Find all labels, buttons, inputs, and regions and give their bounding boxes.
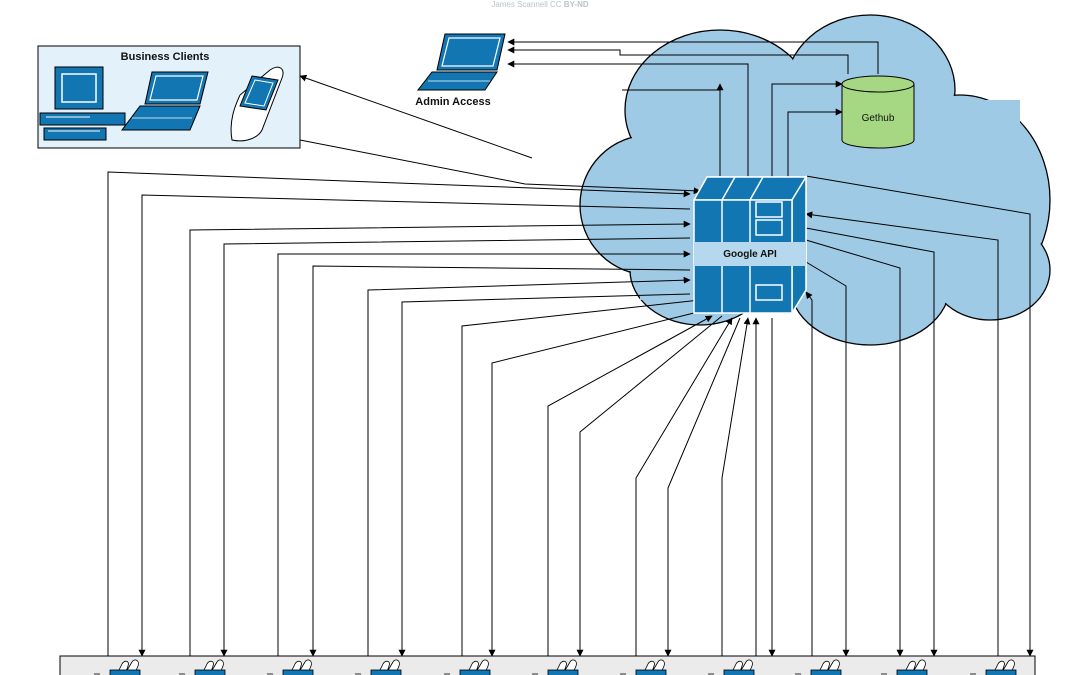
connector-line <box>664 317 741 657</box>
google-api-server: Google API <box>692 174 808 316</box>
business-clients-label: Business Clients <box>121 51 210 63</box>
connector-line <box>805 175 1034 657</box>
connector-line <box>189 220 691 656</box>
bottom-device-strip <box>59 655 1036 675</box>
connector-line <box>787 108 843 178</box>
gethub-label: Gethub <box>862 113 895 124</box>
connector-line <box>299 139 701 195</box>
connector-line <box>138 194 691 657</box>
business-clients-panel: Business Clients <box>37 45 301 149</box>
handheld-device-icon <box>708 659 755 675</box>
handheld-device-icon <box>444 659 491 675</box>
connector-line <box>220 237 691 657</box>
handheld-device-icon <box>795 659 842 675</box>
credit-author: James Scannell CC <box>491 0 562 9</box>
connector-line <box>507 38 879 74</box>
handheld-device-icon <box>881 659 928 675</box>
connector-line <box>507 60 749 178</box>
connector-line <box>721 317 751 656</box>
connector-line <box>805 239 904 657</box>
google-api-label: Google API <box>723 249 777 260</box>
handheld-device-icon <box>970 659 1017 675</box>
connector-line <box>576 315 723 657</box>
connector-line <box>488 309 707 657</box>
connector-line <box>771 80 843 178</box>
connector-line <box>367 276 691 656</box>
handheld-device-icon <box>355 659 402 675</box>
connector-line <box>547 315 713 656</box>
connector-line <box>299 74 533 159</box>
handheld-device-icon <box>179 659 226 675</box>
handheld-device-icon <box>532 659 579 675</box>
handheld-device-icon <box>267 659 314 675</box>
connector-line <box>622 89 721 176</box>
connector-line <box>805 227 938 657</box>
connector-line <box>805 291 813 656</box>
desktop-computer-icon <box>39 66 126 141</box>
connectors <box>107 38 1034 657</box>
credit-line: James Scannell CC BY-ND <box>0 0 1080 10</box>
gethub-database-icon <box>841 75 915 149</box>
connector-line <box>277 250 691 656</box>
connector-line <box>635 317 733 656</box>
laptop-icon <box>121 71 209 131</box>
connector-line <box>461 297 701 656</box>
connector-line <box>309 265 691 657</box>
admin-access-label: Admin Access <box>415 96 490 108</box>
credit-license: BY-ND <box>563 0 589 9</box>
connector-line <box>805 211 999 656</box>
handheld-device-icon <box>230 66 284 142</box>
connector-line <box>398 293 691 657</box>
handheld-device-icon <box>94 659 141 675</box>
admin-laptop-icon <box>416 33 506 91</box>
connector-line <box>805 261 850 657</box>
handheld-device-icon <box>620 659 667 675</box>
connector-line <box>507 46 849 74</box>
connector-line <box>107 171 691 656</box>
